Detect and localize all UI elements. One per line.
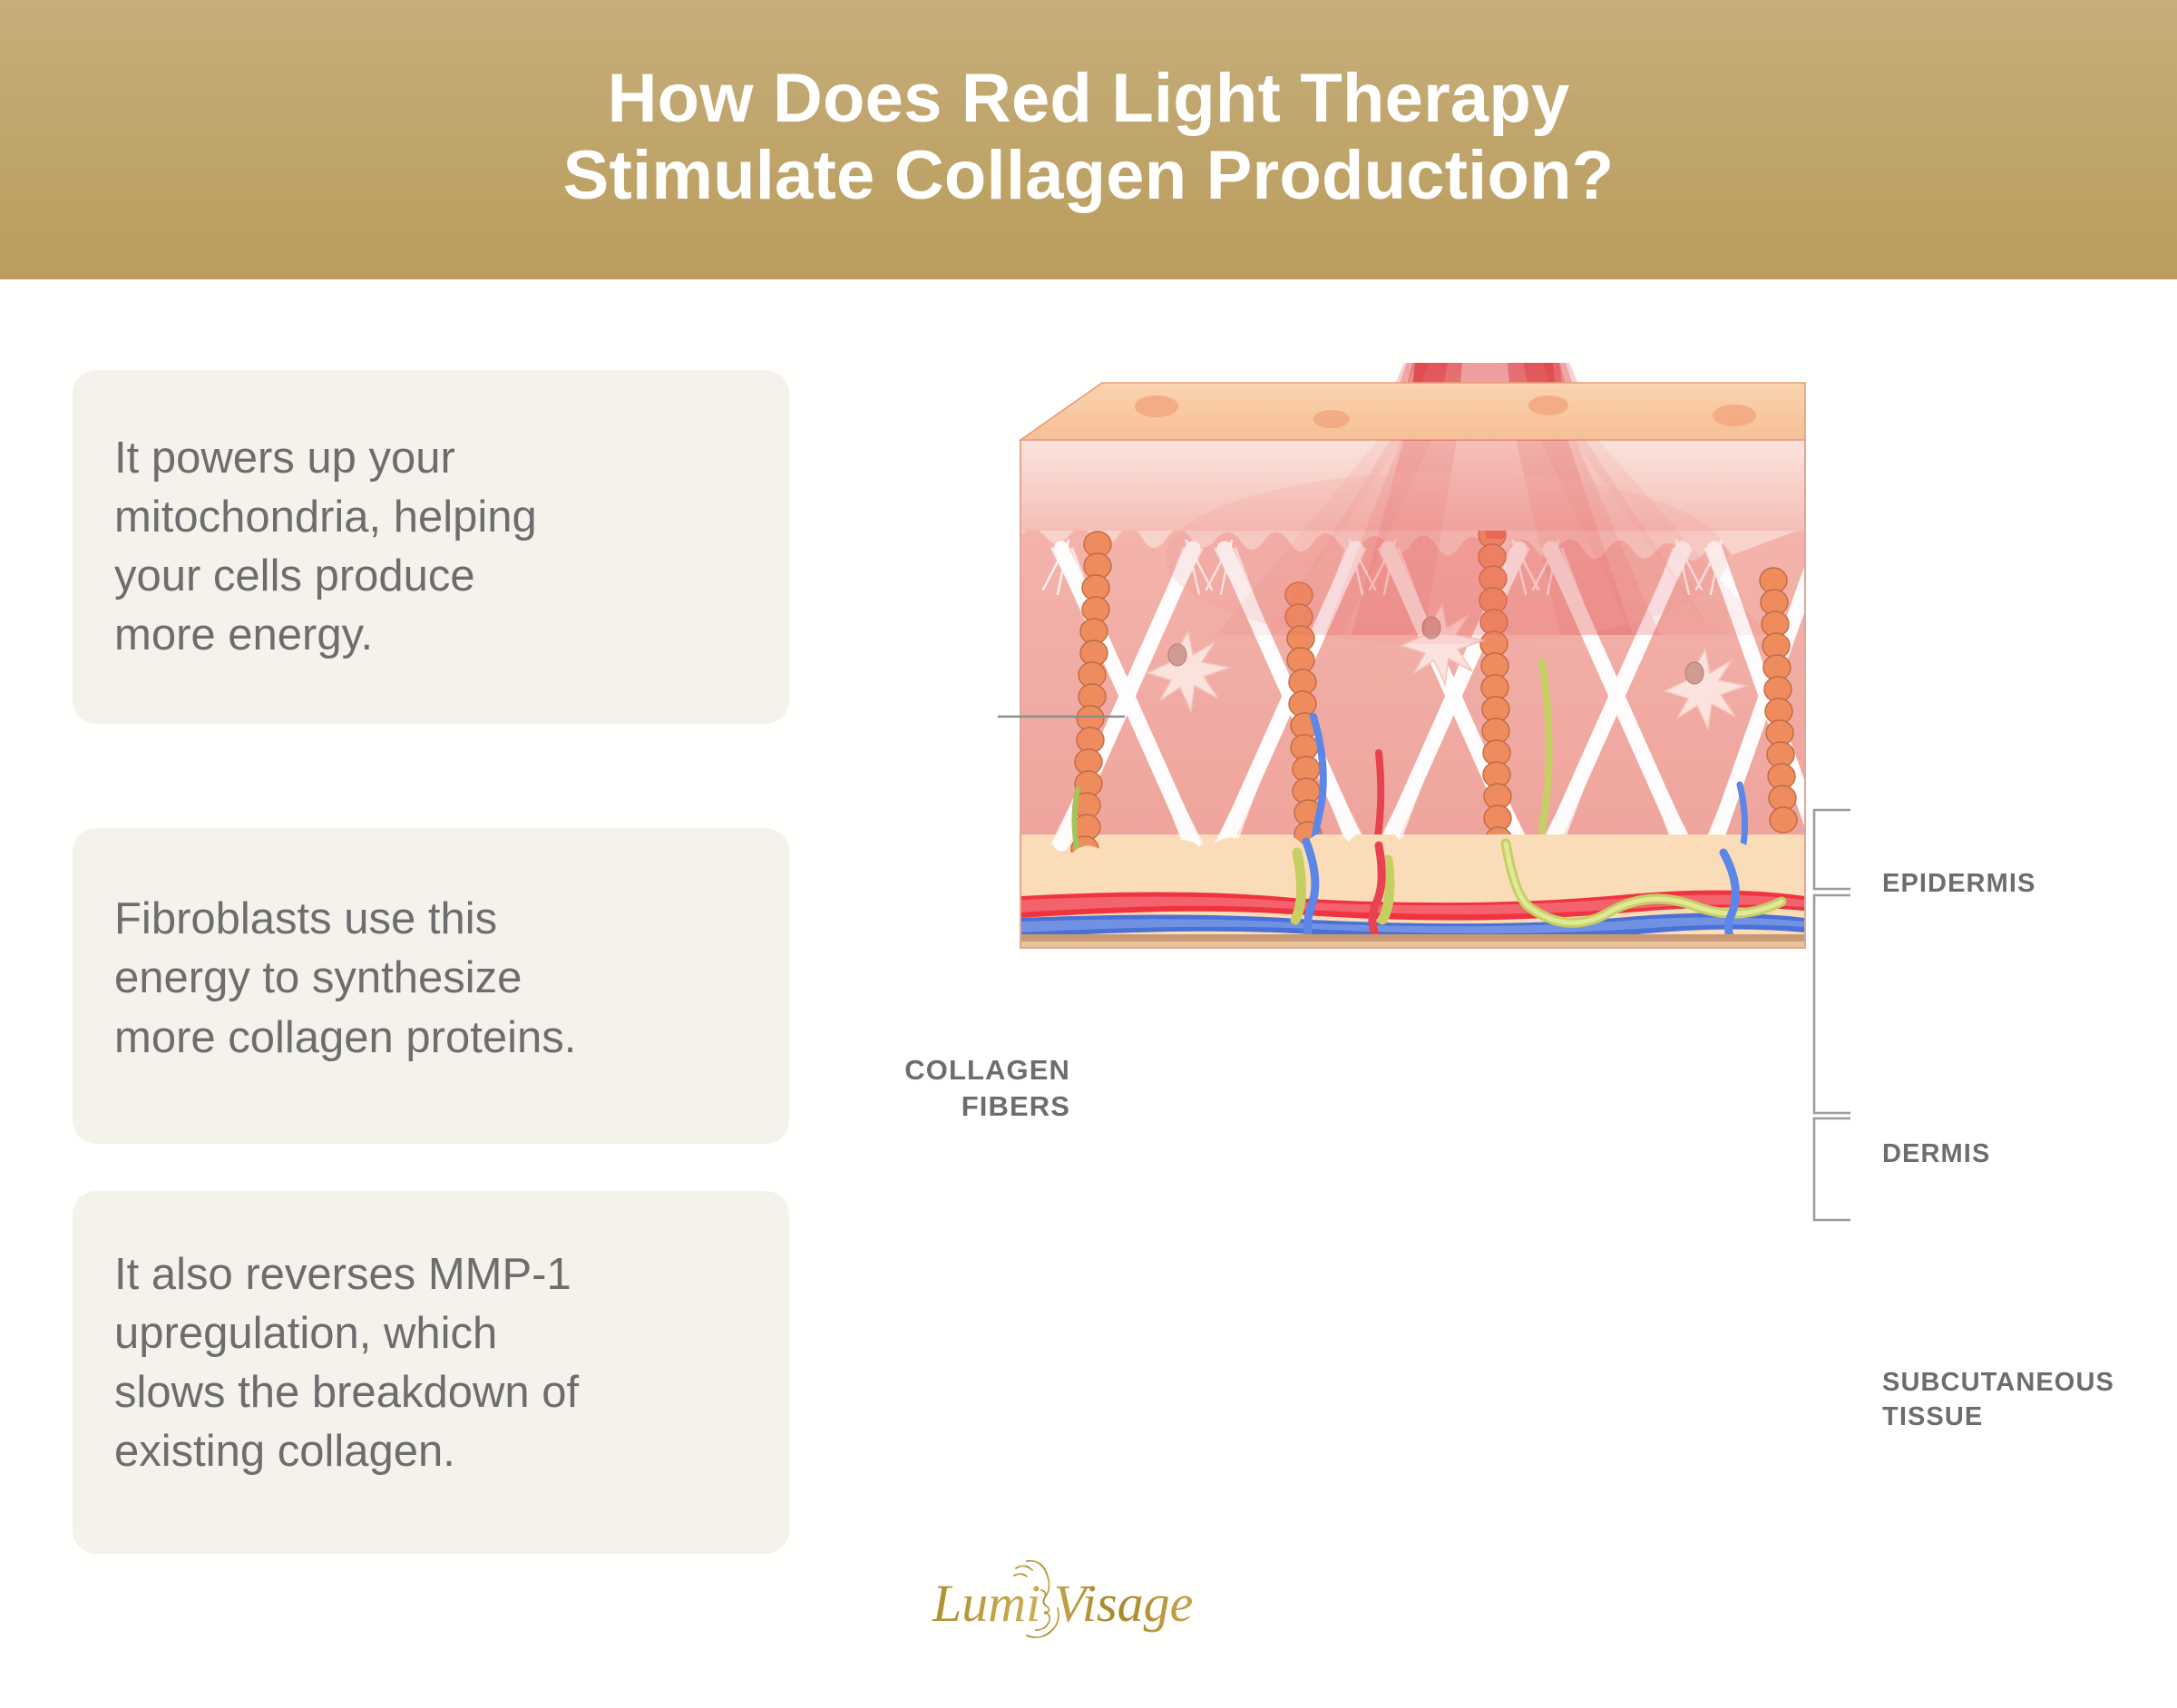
beam-penetration-overlay	[1166, 440, 1769, 644]
epidermis-layer	[1020, 440, 1805, 535]
page-title: How Does Red Light Therapy Stimulate Col…	[562, 59, 1615, 214]
subcutaneous-contents	[1020, 834, 1805, 948]
layer-brackets	[1812, 808, 1850, 1222]
layer-label-subcutaneous-tissue: SUBCUTANEOUS TISSUE	[1882, 1368, 2114, 1432]
info-card-text: Fibroblasts use this energy to synthesiz…	[114, 894, 577, 1062]
face-line-icon	[1013, 1559, 1059, 1639]
info-card-mmp1: It also reverses MMP-1 upregulation, whi…	[73, 1191, 789, 1554]
layer-label-dermis: DERMIS	[1882, 1139, 1991, 1168]
info-card-mitochondria: It powers up your mitochondria, helping …	[73, 370, 789, 724]
pore-icon	[1135, 395, 1178, 417]
pore-icon	[1313, 410, 1350, 428]
brand-logo: Lumi Visage	[925, 1556, 1270, 1664]
skin-surface-top-face	[1018, 382, 1806, 441]
info-card-fibroblasts: Fibroblasts use this energy to synthesiz…	[73, 828, 789, 1144]
brand-name: Lumi Visage	[932, 1574, 1193, 1633]
pore-icon	[1713, 405, 1756, 426]
layer-label-epidermis: EPIDERMIS	[1882, 869, 2036, 898]
follicle-strands	[1070, 531, 1798, 853]
header-banner: How Does Red Light Therapy Stimulate Col…	[0, 0, 2177, 279]
fibroblast-cells	[1145, 601, 1749, 732]
pore-icon	[1528, 395, 1568, 415]
info-card-list: It powers up your mitochondria, helping …	[73, 370, 789, 1554]
skin-cross-section-diagram	[998, 363, 2177, 1270]
info-card-text: It powers up your mitochondria, helping …	[114, 433, 537, 660]
callout-label-collagen-fibers: COLLAGEN FIBERS	[904, 1054, 1070, 1122]
info-card-text: It also reverses MMP-1 upregulation, whi…	[114, 1249, 580, 1477]
